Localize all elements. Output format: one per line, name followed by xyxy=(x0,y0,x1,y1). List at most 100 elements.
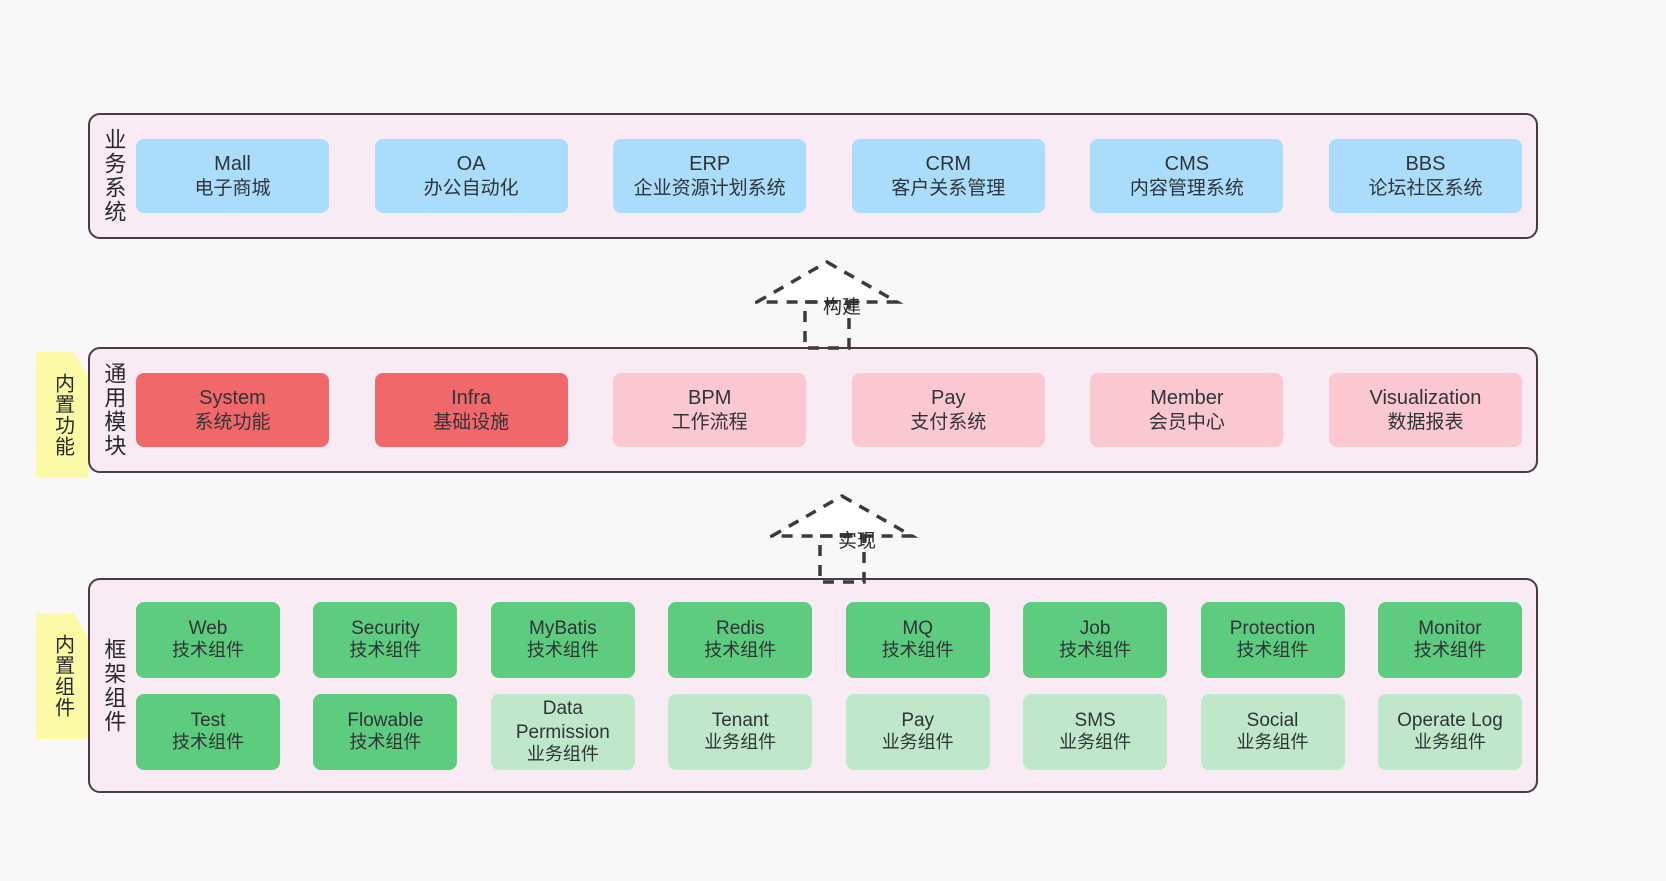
layer-label-framework-component: 框架组件 xyxy=(101,637,127,734)
card-bbs[interactable]: BBS 论坛社区系统 xyxy=(1328,139,1522,213)
card-title: CRM xyxy=(925,153,972,176)
card-erp[interactable]: ERP 企业资源计划系统 xyxy=(613,139,807,213)
card-infra[interactable]: Infra 基础设施 xyxy=(374,373,568,447)
card-subtitle: 会员中心 xyxy=(1148,411,1225,433)
layer-label-common-module: 通用模块 xyxy=(101,362,127,458)
card-row: Mall 电子商城 OA 办公自动化 ERP 企业资源计划系统 CRM 客户关系… xyxy=(136,139,1522,213)
card-title: Flowable xyxy=(347,709,424,731)
card-protection[interactable]: Protection 技术组件 xyxy=(1200,601,1345,678)
card-subtitle: 内容管理系统 xyxy=(1129,177,1244,199)
layer-business-system[interactable]: 业务系统 Mall 电子商城 OA 办公自动化 ERP 企业资源计划系统 CRM… xyxy=(88,113,1538,239)
card-redis[interactable]: Redis 技术组件 xyxy=(668,601,813,678)
card-subtitle: 业务组件 xyxy=(1236,732,1309,753)
card-title: Social xyxy=(1246,709,1299,731)
card-crm[interactable]: CRM 客户关系管理 xyxy=(851,139,1045,213)
card-bpm[interactable]: BPM 工作流程 xyxy=(613,373,807,447)
implement-arrow-icon xyxy=(765,493,919,584)
card-title: Test xyxy=(190,709,226,731)
card-member[interactable]: Member 会员中心 xyxy=(1090,373,1284,447)
card-title: MQ xyxy=(902,617,933,639)
card-row-tech: Web 技术组件 Security 技术组件 MyBatis 技术组件 Redi… xyxy=(136,601,1522,678)
card-title: Member xyxy=(1150,387,1224,410)
card-job[interactable]: Job 技术组件 xyxy=(1023,601,1168,678)
card-title: Monitor xyxy=(1418,617,1482,639)
card-subtitle: 客户关系管理 xyxy=(891,177,1006,199)
card-title: SMS xyxy=(1074,709,1116,731)
card-subtitle: 技术组件 xyxy=(704,640,777,661)
card-title: Data Permission xyxy=(515,698,610,743)
note-builtin-component: 内置组件 xyxy=(36,613,88,739)
connector-implement: 实现 xyxy=(765,490,950,586)
card-mall[interactable]: Mall 电子商城 xyxy=(136,139,329,213)
card-title: OA xyxy=(456,153,486,176)
card-subtitle: 技术组件 xyxy=(1059,640,1132,661)
card-cms[interactable]: CMS 内容管理系统 xyxy=(1090,139,1284,213)
card-subtitle: 业务组件 xyxy=(881,732,954,753)
card-title: MyBatis xyxy=(529,617,597,639)
note-fold-corner xyxy=(73,613,88,628)
card-subtitle: 技术组件 xyxy=(526,640,599,661)
card-title: Mall xyxy=(214,153,251,176)
card-subtitle: 技术组件 xyxy=(1236,640,1309,661)
card-subtitle: 论坛社区系统 xyxy=(1368,177,1483,199)
card-subtitle: 基础设施 xyxy=(433,411,510,433)
card-tenant[interactable]: Tenant 业务组件 xyxy=(668,693,813,770)
card-title: BPM xyxy=(688,387,732,410)
card-subtitle: 电子商城 xyxy=(194,177,271,199)
card-title: Infra xyxy=(451,387,492,410)
layer-body-framework-component: Web 技术组件 Security 技术组件 MyBatis 技术组件 Redi… xyxy=(136,580,1536,791)
connector-build: 构建 xyxy=(750,256,935,352)
card-subtitle: 技术组件 xyxy=(172,640,244,661)
card-system[interactable]: System 系统功能 xyxy=(136,373,329,447)
card-monitor[interactable]: Monitor 技术组件 xyxy=(1377,601,1522,678)
card-subtitle: 技术组件 xyxy=(881,640,954,661)
card-test[interactable]: Test 技术组件 xyxy=(136,693,280,770)
card-title: CMS xyxy=(1164,153,1210,176)
card-title: Visualization xyxy=(1369,387,1482,410)
note-label: 内置组件 xyxy=(51,634,74,718)
card-title: Protection xyxy=(1229,617,1316,639)
note-fold-corner xyxy=(73,352,88,367)
card-flowable[interactable]: Flowable 技术组件 xyxy=(313,693,458,770)
note-label: 内置功能 xyxy=(51,373,74,457)
card-title: Pay xyxy=(901,709,935,731)
card-title: BBS xyxy=(1405,153,1446,176)
card-pay-biz[interactable]: Pay 业务组件 xyxy=(845,693,990,770)
card-oa[interactable]: OA 办公自动化 xyxy=(374,139,568,213)
connector-label-build: 构建 xyxy=(823,297,862,318)
card-subtitle: 支付系统 xyxy=(910,411,987,433)
card-title: Operate Log xyxy=(1397,709,1503,731)
card-web[interactable]: Web 技术组件 xyxy=(136,601,280,678)
card-subtitle: 业务组件 xyxy=(1413,732,1486,753)
card-security[interactable]: Security 技术组件 xyxy=(313,601,458,678)
card-subtitle: 工作流程 xyxy=(671,411,748,433)
card-pay[interactable]: Pay 支付系统 xyxy=(851,373,1045,447)
card-subtitle: 业务组件 xyxy=(704,732,777,753)
build-arrow-icon xyxy=(750,259,904,350)
card-subtitle: 技术组件 xyxy=(172,732,244,753)
card-mybatis[interactable]: MyBatis 技术组件 xyxy=(490,601,635,678)
layer-body-business-system: Mall 电子商城 OA 办公自动化 ERP 企业资源计划系统 CRM 客户关系… xyxy=(136,115,1536,237)
card-mq[interactable]: MQ 技术组件 xyxy=(845,601,990,678)
card-title: Security xyxy=(351,617,420,639)
card-title: Tenant xyxy=(711,709,769,731)
card-sms[interactable]: SMS 业务组件 xyxy=(1023,693,1168,770)
card-data-permission[interactable]: Data Permission 业务组件 xyxy=(490,693,635,770)
card-title: Web xyxy=(188,617,228,639)
layer-common-module[interactable]: 通用模块 System 系统功能 Infra 基础设施 BPM 工作流程 Pay… xyxy=(88,347,1538,473)
card-subtitle: 业务组件 xyxy=(526,743,599,764)
card-subtitle: 数据报表 xyxy=(1387,411,1464,433)
card-subtitle: 企业资源计划系统 xyxy=(633,177,786,199)
card-title: Pay xyxy=(931,387,966,410)
card-visualization[interactable]: Visualization 数据报表 xyxy=(1328,373,1522,447)
layer-label-business-system: 业务系统 xyxy=(101,128,127,224)
card-row-biz: Test 技术组件 Flowable 技术组件 Data Permission … xyxy=(136,693,1522,770)
card-subtitle: 技术组件 xyxy=(1413,640,1486,661)
card-subtitle: 办公自动化 xyxy=(423,177,519,199)
layer-framework-component[interactable]: 框架组件 Web 技术组件 Security 技术组件 MyBatis 技术组件… xyxy=(88,578,1538,793)
card-subtitle: 技术组件 xyxy=(349,732,422,753)
layer-body-common-module: System 系统功能 Infra 基础设施 BPM 工作流程 Pay 支付系统… xyxy=(136,349,1536,471)
card-social[interactable]: Social 业务组件 xyxy=(1200,693,1345,770)
card-operate-log[interactable]: Operate Log 业务组件 xyxy=(1377,693,1522,770)
